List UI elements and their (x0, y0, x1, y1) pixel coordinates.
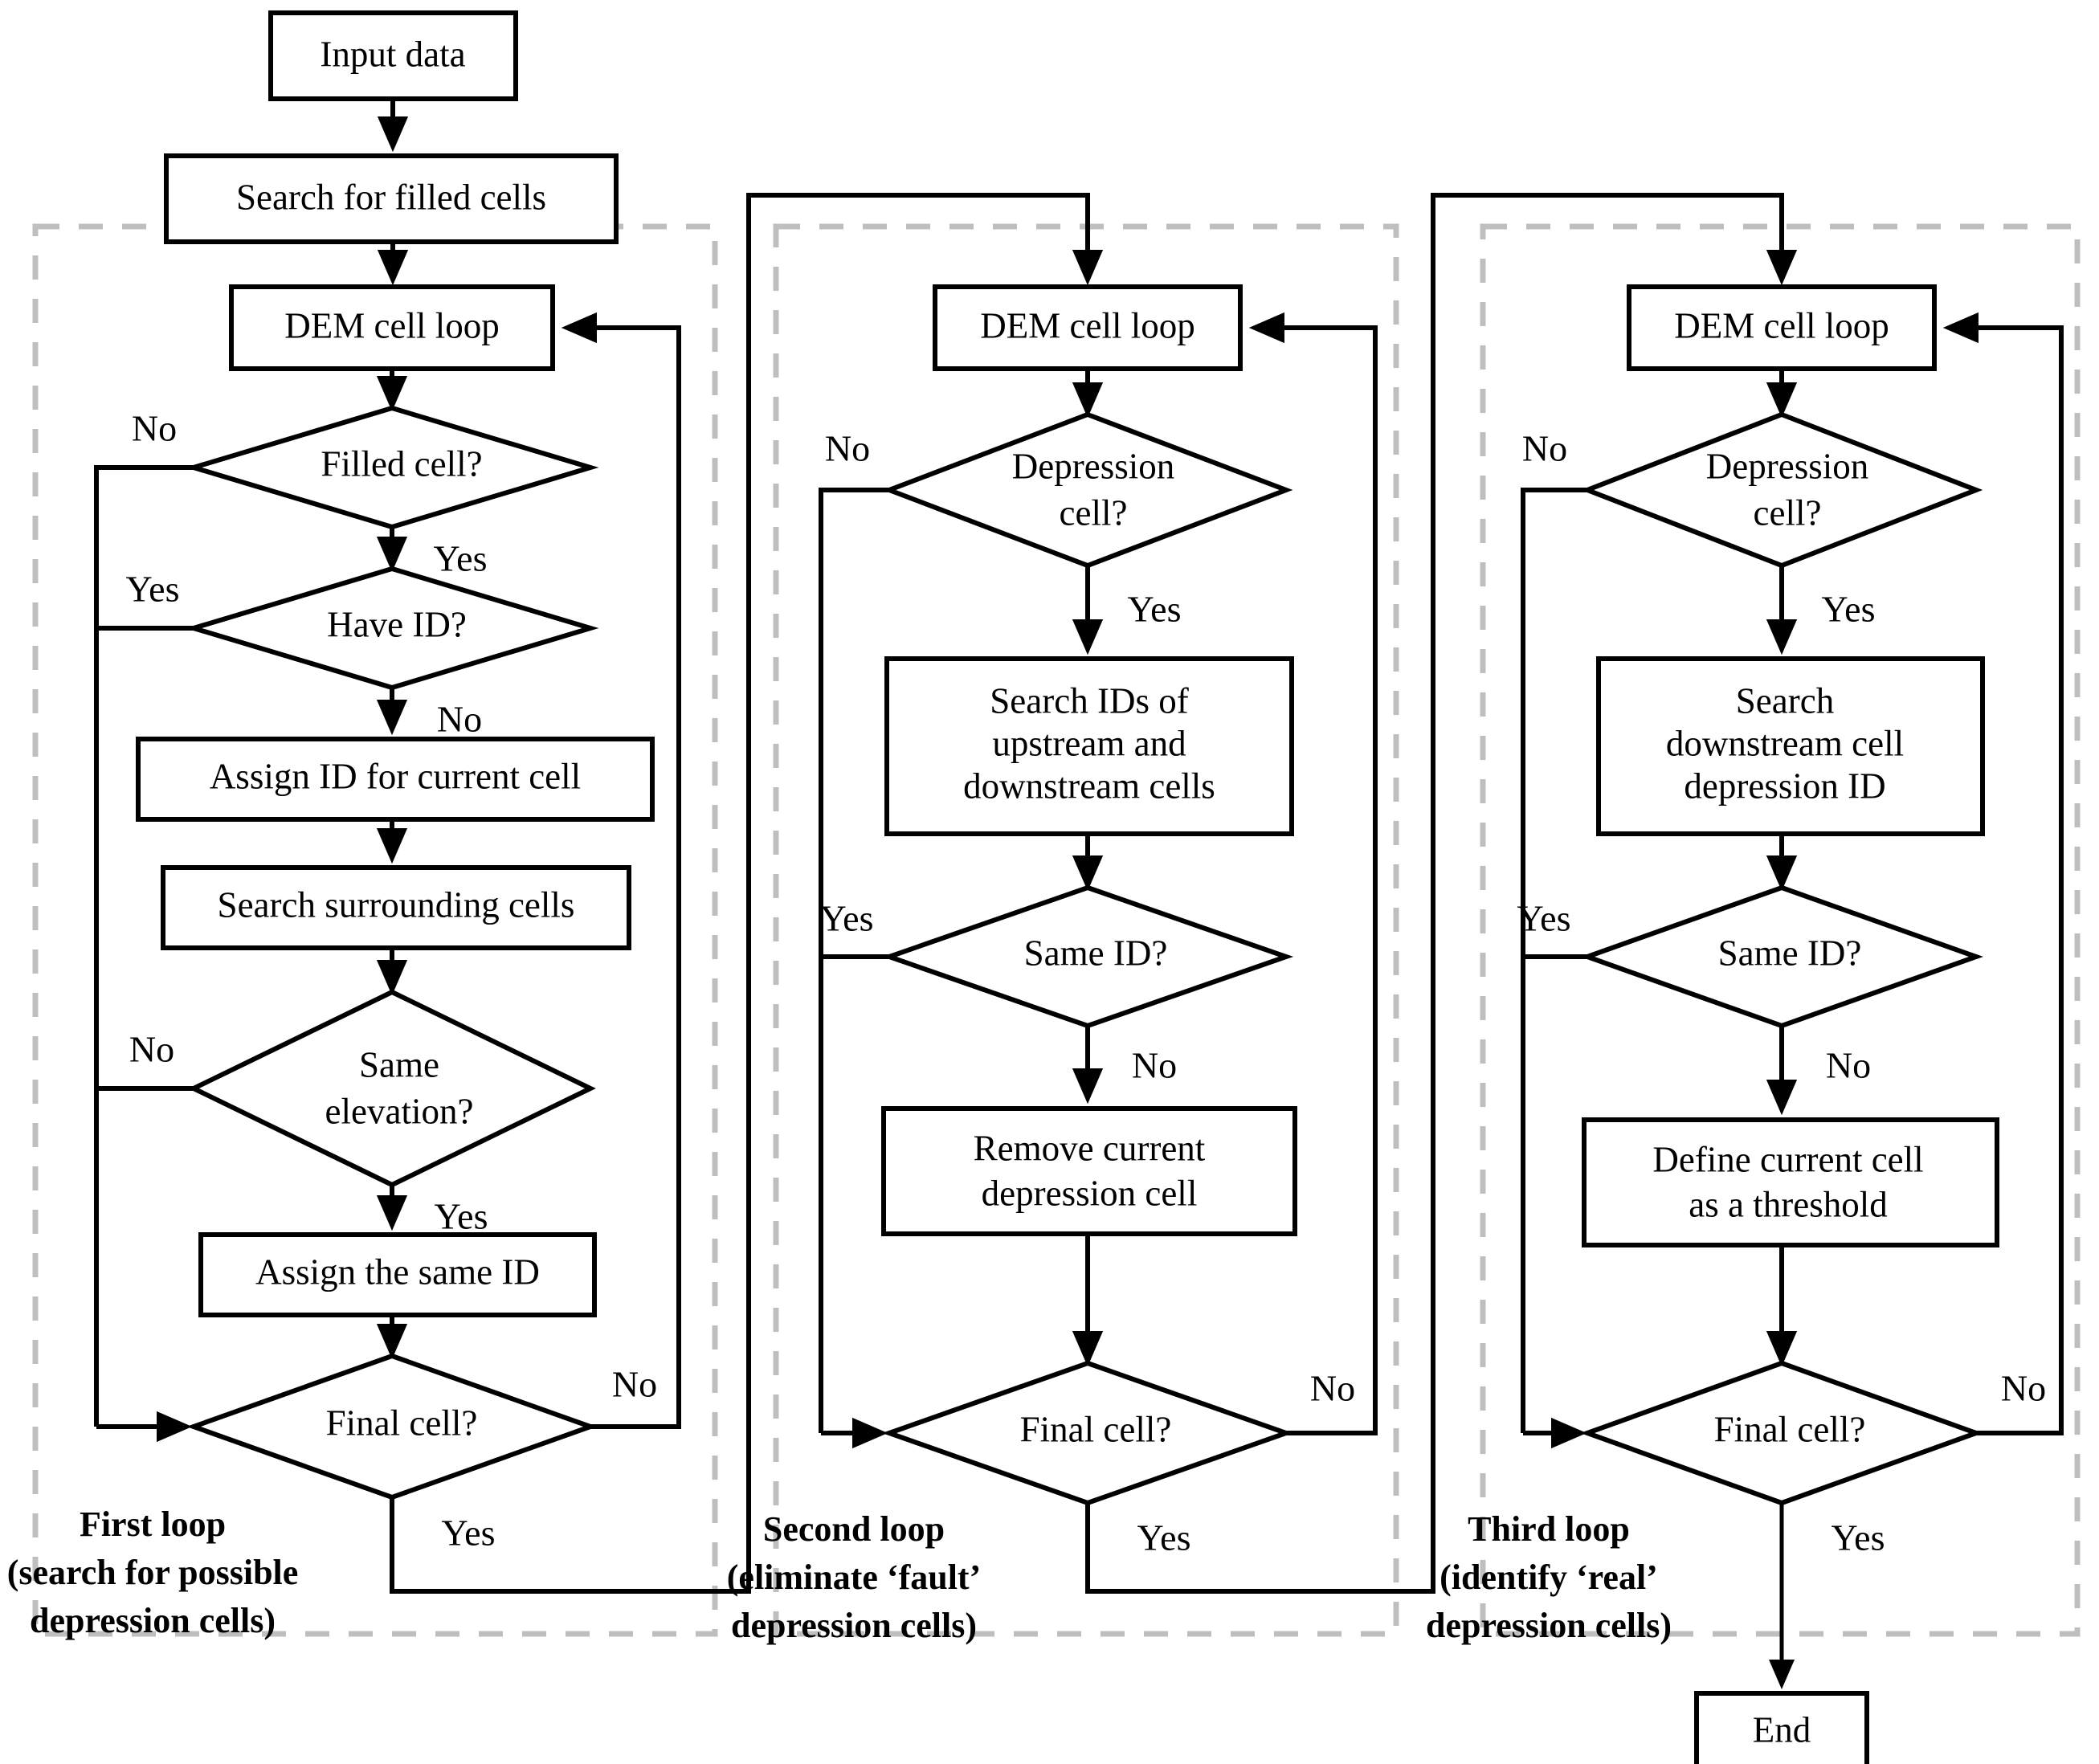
node-l3-define-threshold-label-1: Define current cell (1652, 1139, 1923, 1179)
node-l1-have-id-label: Have ID? (327, 604, 467, 644)
edge-l1-filled-no (94, 465, 194, 1427)
node-l2-final-cell-label: Final cell? (1020, 1409, 1172, 1449)
label-l3-sameid-no: No (1826, 1045, 1871, 1086)
node-l1-assign-same-id (198, 1232, 597, 1317)
label-l1-final-yes: Yes (442, 1513, 496, 1554)
label-l3-final-yes: Yes (1832, 1517, 1885, 1558)
node-l3-dem-cell-loop (1627, 284, 1937, 371)
node-l2-dem-cell-loop-label: DEM cell loop (980, 305, 1194, 345)
caption-second-loop-line1: Second loop (763, 1509, 945, 1549)
node-l1-dem-cell-loop (229, 284, 555, 371)
node-l3-search-downstream-id (1596, 656, 1985, 836)
node-l2-search-ids (884, 656, 1294, 836)
node-l3-search-downstream-id-label-2: downstream cell (1666, 723, 1904, 763)
edge-l2-final-no (1248, 312, 1378, 1435)
node-input-data-label: Input data (320, 34, 465, 74)
caption-first-loop-line2: (search for possible (7, 1553, 299, 1592)
node-l2-depression-cell-label-1: Depression (1012, 446, 1174, 486)
node-l1-final-cell-label: Final cell? (326, 1403, 478, 1443)
node-l2-search-ids-label-3: downstream cells (963, 766, 1215, 806)
edge-l2-final-yes-to-loop3 (1085, 193, 1798, 1594)
label-l2-sameid-yes: Yes (820, 898, 874, 939)
label-l2-depr-yes: Yes (1128, 589, 1182, 630)
label-l1-sameelev-no: No (129, 1029, 174, 1070)
label-l2-depr-no: No (825, 428, 870, 469)
label-l1-filled-no: No (132, 408, 177, 449)
node-l1-search-surrounding-label: Search surrounding cells (218, 884, 575, 925)
label-l3-sameid-yes: Yes (1517, 898, 1571, 939)
edge-l3-depr-no (1521, 488, 1587, 1433)
group-box-first-loop (32, 223, 718, 1637)
edge-l2-depr-no (819, 488, 889, 1433)
caption-second-loop-line3: depression cells) (731, 1606, 977, 1645)
node-l1-same-elevation (188, 989, 596, 1188)
label-l3-depr-yes: Yes (1822, 589, 1876, 630)
node-l3-final-cell-label: Final cell? (1714, 1409, 1866, 1449)
edge-l1-final-yes-to-loop2 (390, 193, 1104, 1594)
caption-third-loop-line2: (identify ‘real’ (1439, 1558, 1658, 1597)
label-l2-final-yes: Yes (1137, 1517, 1191, 1558)
label-l1-haveid-no: No (437, 699, 482, 740)
node-l3-depression-cell-label-1: Depression (1706, 446, 1868, 486)
node-l3-search-downstream-id-label-1: Search (1736, 680, 1834, 721)
node-l1-assign-id (136, 737, 655, 822)
node-l3-define-threshold-label-2: as a threshold (1689, 1184, 1887, 1224)
label-l1-filled-yes: Yes (434, 538, 488, 579)
edge-l3-final-no (1942, 312, 2064, 1435)
label-l2-sameid-no: No (1132, 1045, 1177, 1086)
label-l1-sameelev-yes: Yes (435, 1196, 488, 1237)
node-l1-dem-cell-loop-label: DEM cell loop (284, 305, 499, 345)
label-l2-final-no: No (1310, 1368, 1355, 1409)
label-l3-final-no: No (2001, 1368, 2046, 1409)
caption-first-loop-line1: First loop (80, 1505, 226, 1544)
node-l2-depression-cell-label-2: cell? (1060, 492, 1128, 533)
node-l3-define-threshold (1582, 1117, 1999, 1247)
node-l3-dem-cell-loop-label: DEM cell loop (1674, 305, 1889, 345)
node-l3-same-id-label: Same ID? (1718, 933, 1862, 973)
label-l1-haveid-yes: Yes (126, 569, 180, 610)
node-l1-assign-same-id-label: Assign the same ID (255, 1252, 540, 1292)
node-search-filled-cells (164, 153, 619, 244)
label-l3-depr-no: No (1522, 428, 1567, 469)
caption-first-loop-line3: depression cells) (30, 1601, 276, 1640)
label-l1-final-no: No (612, 1364, 657, 1405)
node-l2-remove-depression-cell (881, 1106, 1297, 1236)
caption-third-loop-line3: depression cells) (1426, 1606, 1672, 1645)
caption-second-loop-line2: (eliminate ‘fault’ (727, 1558, 981, 1597)
node-l3-depression-cell (1580, 411, 1983, 569)
node-end (1694, 1691, 1869, 1764)
node-l2-same-id-label: Same ID? (1024, 933, 1168, 973)
node-l2-search-ids-label-1: Search IDs of (990, 680, 1188, 721)
node-l1-assign-id-label: Assign ID for current cell (210, 756, 581, 796)
node-l1-filled-cell-label: Filled cell? (321, 443, 482, 484)
node-l3-depression-cell-label-2: cell? (1754, 492, 1822, 533)
node-search-filled-cells-label: Search for filled cells (236, 177, 546, 217)
node-end-label: End (1753, 1709, 1811, 1750)
node-input-data (268, 10, 518, 101)
node-l2-search-ids-label-2: upstream and (992, 723, 1186, 763)
node-l1-search-surrounding (161, 865, 631, 950)
node-l2-remove-depression-cell-label-1: Remove current (974, 1128, 1206, 1168)
node-l2-remove-depression-cell-label-2: depression cell (982, 1173, 1198, 1213)
caption-third-loop-line1: Third loop (1468, 1509, 1630, 1549)
node-l3-search-downstream-id-label-3: depression ID (1684, 766, 1885, 806)
edge-l1-final-no (561, 312, 681, 1429)
node-l1-same-elevation-label-1: Same (359, 1044, 439, 1084)
node-l2-dem-cell-loop (933, 284, 1243, 371)
node-l1-same-elevation-label-2: elevation? (325, 1091, 474, 1131)
node-l2-depression-cell (882, 411, 1293, 569)
